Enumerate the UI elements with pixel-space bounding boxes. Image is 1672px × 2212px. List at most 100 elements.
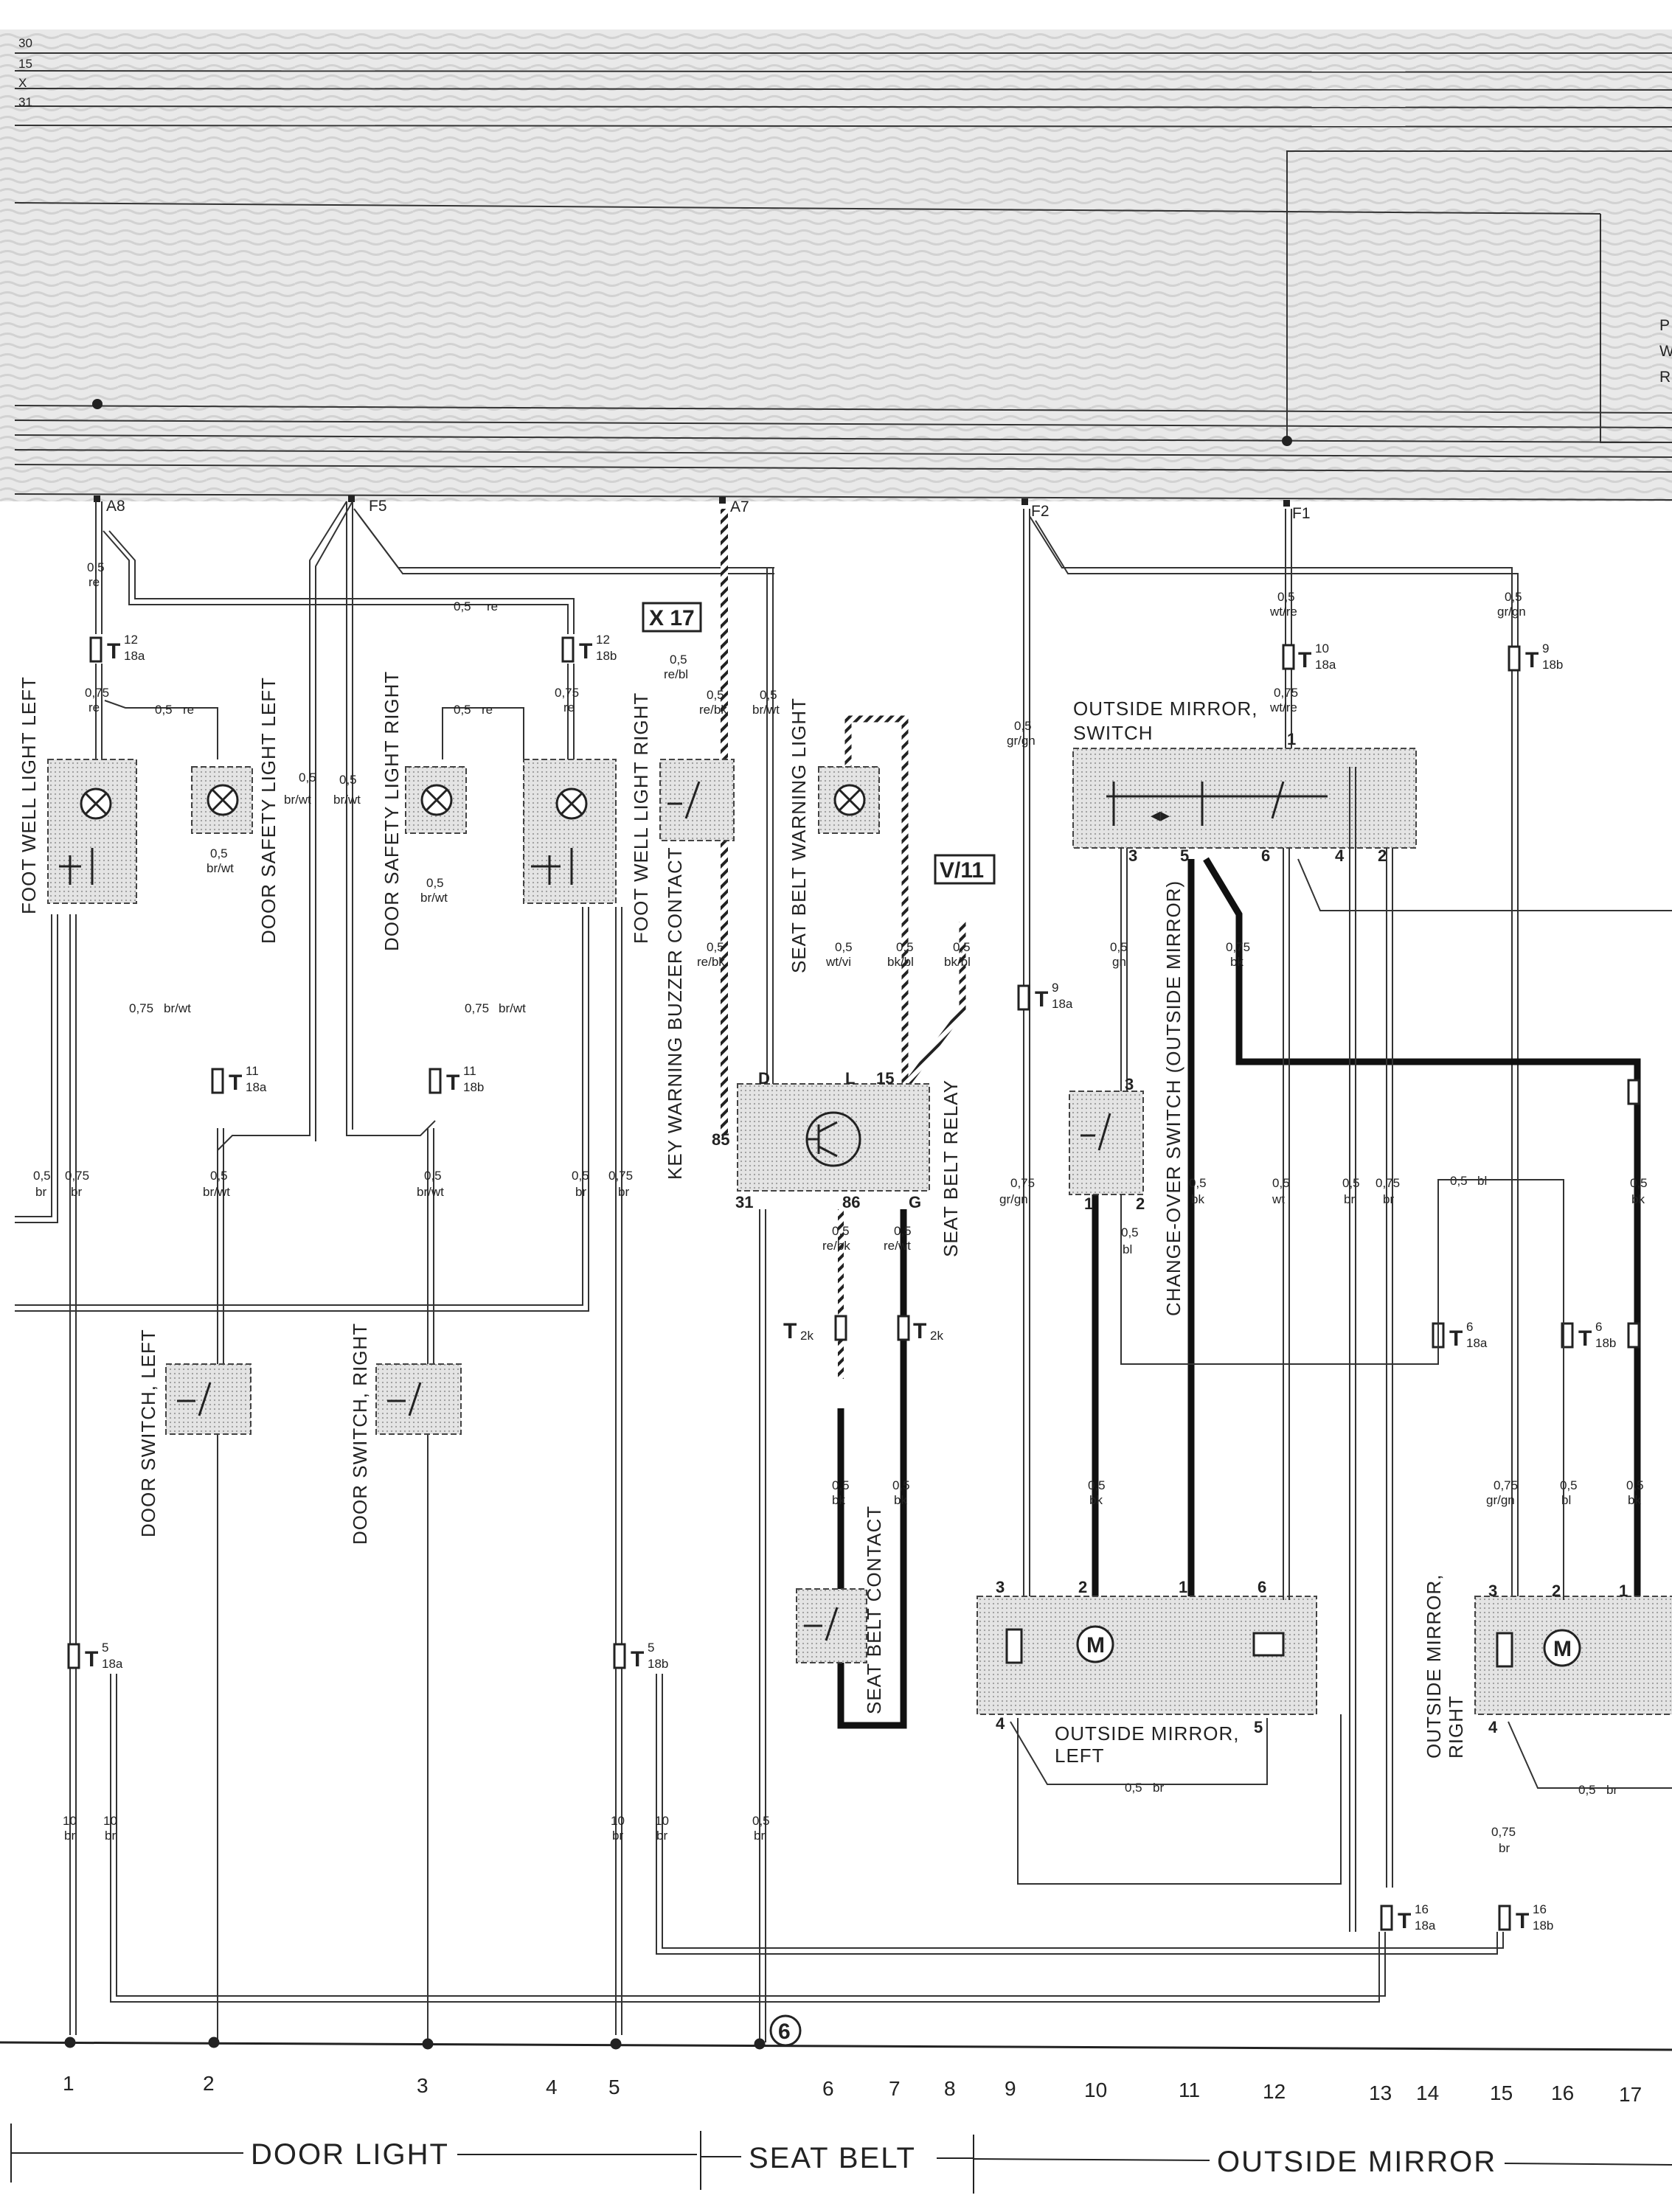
- svg-text:gr/gn: gr/gn: [1497, 605, 1526, 619]
- wire-label: 0,5re/wt: [884, 1224, 912, 1253]
- wire-label: 0,5bk: [1630, 1176, 1648, 1206]
- connector-t9a: T 9 18a: [1035, 981, 1073, 1012]
- connector-t12b: T 12 18b: [579, 633, 617, 664]
- fuse-board-band: [0, 29, 1672, 501]
- svg-text:18a: 18a: [1052, 997, 1073, 1011]
- connector-t2k-1: T 2k: [783, 1319, 814, 1343]
- svg-text:7: 7: [889, 2077, 901, 2100]
- svg-text:0,5: 0,5: [1630, 1176, 1648, 1190]
- svg-text:0,5: 0,5: [832, 1224, 850, 1238]
- svg-text:gr/gn: gr/gn: [999, 1192, 1028, 1206]
- fuse-tap-f5: F5: [369, 498, 387, 515]
- label-seat-belt-warning-light: SEAT BELT WARNING LIGHT: [788, 698, 810, 973]
- wire-label: 0,5br/wt: [207, 846, 234, 875]
- switch-icon: [804, 1607, 839, 1641]
- svg-text:0,75: 0,75: [608, 1169, 633, 1183]
- resistor-icon: [1005, 1628, 1023, 1664]
- wire-label: 0,5br/wt: [417, 1169, 444, 1199]
- switch-icon: [531, 848, 573, 885]
- svg-text:16: 16: [1415, 1902, 1429, 1916]
- label-foot-well-light-left: FOOT WELL LIGHT LEFT: [18, 676, 40, 914]
- wire-label: 0,5br: [33, 1169, 51, 1199]
- svg-text:0,5: 0,5: [1626, 1478, 1644, 1492]
- door-switch-right-box: [375, 1363, 462, 1435]
- svg-text:T: T: [1035, 987, 1048, 1012]
- svg-text:0,5: 0,5: [1110, 940, 1128, 954]
- top-rails: [14, 52, 1672, 128]
- svg-text:0,5: 0,5: [707, 688, 724, 702]
- svg-text:0,75: 0,75: [1274, 686, 1298, 700]
- svg-text:br: br: [575, 1185, 586, 1199]
- connector-t6a: T 6 18a: [1449, 1320, 1488, 1351]
- svg-text:8: 8: [944, 2077, 956, 2100]
- wire-label: 0,5wt: [1272, 1176, 1290, 1206]
- connector-t11a: T 11 18a: [229, 1064, 267, 1095]
- label-door-safety-light-left: DOOR SAFETY LIGHT LEFT: [257, 677, 280, 944]
- side-text-p: P: [1659, 317, 1670, 334]
- svg-text:re: re: [487, 599, 498, 613]
- svg-text:br/wt: br/wt: [417, 1185, 444, 1199]
- svg-text:1: 1: [1179, 1578, 1187, 1596]
- svg-text:0,75: 0,75: [1494, 1478, 1518, 1492]
- svg-text:gr/gn: gr/gn: [1007, 734, 1036, 748]
- svg-text:bl: bl: [1123, 1242, 1132, 1256]
- svg-text:0,5: 0,5: [707, 940, 724, 954]
- svg-text:T: T: [1449, 1326, 1463, 1351]
- svg-text:br: br: [1383, 1192, 1394, 1206]
- svg-text:T: T: [85, 1647, 98, 1672]
- svg-text:18b: 18b: [463, 1080, 484, 1094]
- switch-icon: [1080, 1113, 1111, 1151]
- svg-text:0,5: 0,5: [572, 1169, 589, 1183]
- svg-text:13: 13: [1369, 2081, 1392, 2104]
- label-key-warning-buzzer-contact: KEY WARNING BUZZER CONTACT: [664, 846, 686, 1180]
- switch-icon: [1106, 781, 1328, 826]
- svg-text:T: T: [1516, 1909, 1529, 1933]
- connector-t12a: T 12 18a: [107, 633, 145, 664]
- svg-text:10: 10: [63, 1814, 77, 1828]
- wire-label: 0,5gr/gn: [1007, 719, 1036, 748]
- svg-text:T: T: [1398, 1909, 1411, 1933]
- wire-label: 0,5gn: [1110, 940, 1128, 969]
- seat-belt-relay-box: [737, 1083, 930, 1192]
- svg-text:10: 10: [1315, 641, 1329, 655]
- svg-text:bk: bk: [1089, 1493, 1103, 1507]
- svg-text:T: T: [913, 1319, 926, 1343]
- svg-text:18a: 18a: [124, 649, 145, 663]
- svg-text:0,5: 0,5: [760, 688, 777, 702]
- svg-text:3: 3: [996, 1578, 1005, 1596]
- svg-text:re/bk: re/bk: [699, 703, 727, 717]
- lamp-icon: [420, 784, 453, 816]
- svg-text:re: re: [563, 700, 575, 714]
- svg-text:0,5: 0,5: [299, 771, 316, 785]
- svg-text:2: 2: [1078, 1578, 1087, 1596]
- wire-label: 0,5gr/gn: [1497, 590, 1526, 619]
- ground-bus: [0, 2037, 1672, 2051]
- label-outside-mirror-right-2: RIGHT: [1445, 1695, 1467, 1759]
- svg-text:10: 10: [655, 1814, 669, 1828]
- svg-text:2: 2: [1378, 846, 1387, 865]
- component-boxes: [47, 748, 1672, 1715]
- svg-text:6: 6: [1595, 1320, 1602, 1334]
- svg-text:D: D: [758, 1069, 770, 1088]
- svg-text:10: 10: [103, 1814, 117, 1828]
- wire-label: 0,5bk/bl: [944, 940, 971, 969]
- svg-text:1: 1: [1287, 730, 1296, 748]
- svg-text:0,75: 0,75: [1226, 940, 1250, 954]
- svg-text:0,75: 0,75: [129, 1001, 153, 1015]
- svg-text:0,5: 0,5: [210, 1169, 228, 1183]
- svg-text:6: 6: [1258, 1578, 1266, 1596]
- svg-text:0,5: 0,5: [87, 560, 105, 574]
- svg-text:18a: 18a: [246, 1080, 267, 1094]
- section-outside-mirror: OUTSIDE MIRROR: [1217, 2146, 1496, 2178]
- lamp-icon: [207, 784, 239, 816]
- svg-text:9: 9: [1052, 981, 1058, 995]
